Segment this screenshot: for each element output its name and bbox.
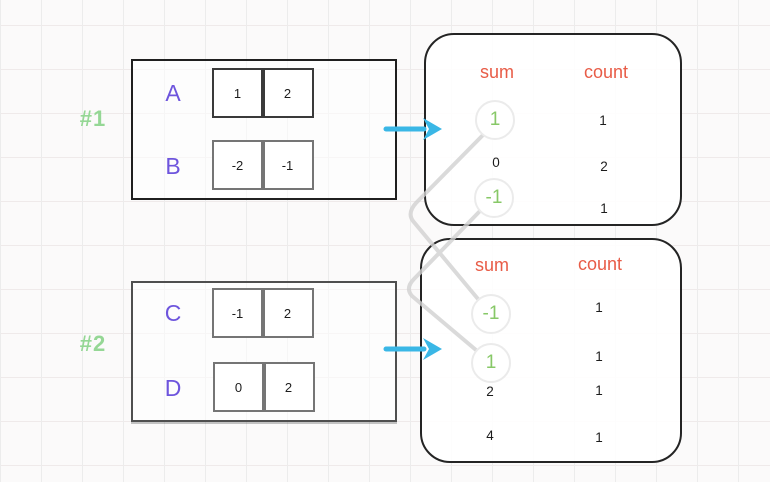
count-header: count: [583, 62, 629, 82]
count-value: 1: [599, 113, 607, 128]
array-c-label: C: [164, 300, 182, 326]
group-1-label: #1: [79, 106, 107, 131]
sum-value-circled: -1: [474, 178, 514, 218]
array-cell: -1: [263, 140, 314, 190]
array-cell: 0: [213, 362, 264, 412]
array-d-label: D: [164, 375, 182, 401]
array-a-label: A: [165, 80, 181, 106]
count-header: count: [577, 254, 623, 274]
array-cell: 2: [263, 288, 314, 338]
group-2-label: #2: [79, 331, 107, 356]
array-b-cells: -2 -1: [212, 140, 314, 190]
array-d-cells: 0 2: [213, 362, 315, 412]
count-value: 1: [595, 349, 603, 364]
array-cell: 2: [264, 362, 315, 412]
array-c-cells: -1 2: [212, 288, 314, 338]
result-2-box: [420, 238, 682, 463]
array-a-cells: 1 2: [212, 68, 314, 118]
sum-value: 4: [486, 428, 494, 443]
array-cell: -1: [212, 288, 263, 338]
array-cell: 2: [263, 68, 314, 118]
count-value: 1: [600, 201, 608, 216]
sum-value-circled: 1: [471, 343, 511, 383]
sum-value: 2: [486, 384, 494, 399]
sum-header: sum: [474, 255, 509, 275]
sum-header: sum: [479, 62, 514, 82]
count-value: 1: [595, 300, 603, 315]
flow-arrow-1-icon: [383, 118, 442, 140]
count-value: 2: [600, 159, 608, 174]
array-b-label: B: [165, 153, 181, 179]
sum-value: 0: [492, 155, 500, 170]
sum-value-circled: 1: [475, 100, 515, 140]
flow-arrow-2-icon: [383, 338, 442, 360]
array-cell: -2: [212, 140, 263, 190]
sum-value-circled: -1: [471, 294, 511, 334]
result-1-box: [424, 33, 682, 226]
count-value: 1: [595, 430, 603, 445]
count-value: 1: [595, 383, 603, 398]
array-cell: 1: [212, 68, 263, 118]
